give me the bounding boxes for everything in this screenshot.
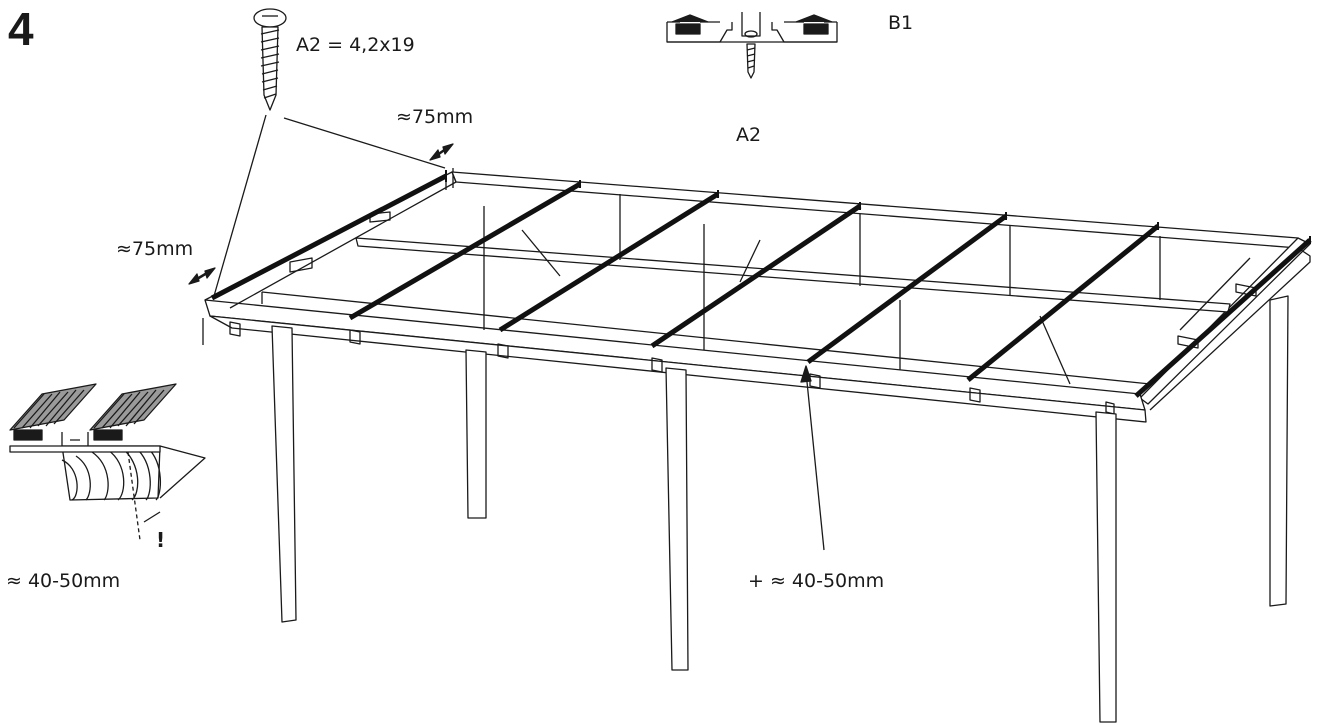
carport-posts: [271, 295, 1289, 723]
screw-spec-label: A2 = 4,2x19: [296, 34, 415, 56]
overhang-pointer: [800, 365, 825, 551]
roof-rails: [210, 173, 1312, 398]
dimension-left-label: ≈75mm: [116, 238, 194, 260]
profile-label: B1: [888, 12, 914, 34]
dimension-overhang-label: + ≈ 40-50mm: [748, 570, 885, 592]
rail-end-ticks: [445, 170, 1311, 244]
screw-icon: [253, 8, 287, 111]
screw-label: A2: [736, 124, 762, 146]
screw-leader-lines: [213, 114, 446, 297]
dimension-top-label: ≈75mm: [396, 106, 474, 128]
profile-clip-icon: [666, 12, 838, 79]
warning-mark: !: [156, 528, 166, 552]
profile-detail-icon: [9, 383, 206, 541]
step-number: 4: [8, 3, 34, 55]
carport-roof-frame: [204, 171, 1311, 423]
dimension-edge-label: ≈ 40-50mm: [6, 570, 121, 592]
double-arrow-icon: [188, 267, 216, 345]
